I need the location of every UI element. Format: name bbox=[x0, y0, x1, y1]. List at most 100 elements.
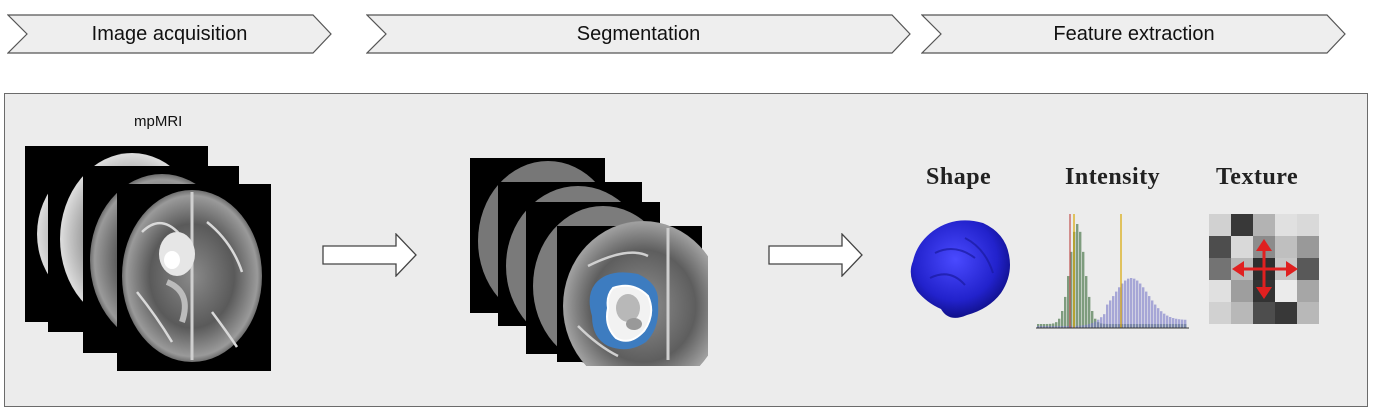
chevron-shape bbox=[366, 14, 911, 54]
intensity-title: Intensity bbox=[1065, 164, 1161, 190]
histogram-bar bbox=[1040, 323, 1043, 328]
histogram-bar bbox=[1148, 296, 1151, 328]
histogram-bar bbox=[1070, 251, 1073, 328]
histogram-bar bbox=[1061, 311, 1064, 328]
histogram-bar bbox=[1067, 325, 1070, 328]
histogram-bar bbox=[1046, 323, 1049, 328]
histogram-bar bbox=[1052, 323, 1055, 328]
histogram-bar bbox=[1133, 278, 1136, 328]
histogram-bar bbox=[1079, 325, 1082, 328]
texture-cell bbox=[1209, 280, 1231, 302]
histogram-bar bbox=[1049, 325, 1052, 328]
texture-cell bbox=[1275, 280, 1297, 302]
histogram-bar bbox=[1037, 323, 1040, 328]
histogram-bar bbox=[1085, 324, 1088, 328]
histogram-bar bbox=[1109, 300, 1112, 328]
histogram-bar bbox=[1163, 313, 1166, 328]
histogram-bar bbox=[1103, 314, 1106, 328]
histogram-bar bbox=[1175, 318, 1178, 328]
histogram-bar bbox=[1070, 325, 1073, 328]
seg-slice-4 bbox=[557, 221, 708, 366]
histogram-bar bbox=[1064, 296, 1067, 328]
texture-arrows-icon bbox=[1232, 239, 1298, 299]
histogram-bar bbox=[1121, 283, 1124, 328]
histogram-bar bbox=[1157, 308, 1160, 328]
histogram-bar bbox=[1082, 251, 1085, 328]
histogram-bar bbox=[1037, 326, 1040, 328]
texture-cell bbox=[1231, 236, 1253, 258]
histogram-bar bbox=[1043, 325, 1046, 328]
histogram-bar bbox=[1139, 283, 1142, 328]
histogram-bar bbox=[1064, 325, 1067, 328]
histogram-bar bbox=[1112, 296, 1115, 328]
stage-label: Feature extraction bbox=[1053, 23, 1215, 45]
texture-cell bbox=[1297, 280, 1319, 302]
histogram-bar bbox=[1169, 317, 1172, 328]
histogram-bar bbox=[1091, 323, 1094, 328]
mpmri-caption: mpMRI bbox=[134, 113, 183, 130]
histogram-bar bbox=[1088, 296, 1091, 328]
texture-cell bbox=[1275, 236, 1297, 258]
histogram-bar bbox=[1097, 319, 1100, 328]
texture-title: Texture bbox=[1216, 164, 1299, 190]
texture-cell bbox=[1209, 302, 1231, 324]
texture-cell bbox=[1253, 302, 1275, 324]
stage-feature-extraction: Feature extraction bbox=[921, 14, 1347, 54]
histogram-bar bbox=[1160, 311, 1163, 328]
tumor-shape-icon bbox=[910, 220, 1010, 318]
texture-cell bbox=[1275, 214, 1297, 236]
histogram-bar bbox=[1151, 300, 1154, 328]
histogram-bar bbox=[1067, 276, 1070, 328]
histogram-bar bbox=[1184, 319, 1187, 328]
texture-matrix bbox=[1209, 214, 1319, 324]
stage-segmentation: Segmentation bbox=[366, 14, 911, 54]
histogram-bar bbox=[1145, 291, 1148, 328]
arrow-right-icon bbox=[768, 233, 863, 277]
histogram-bar bbox=[1055, 322, 1058, 328]
stage-label: Image acquisition bbox=[91, 23, 248, 45]
histogram-bar bbox=[1181, 319, 1184, 328]
histogram-bar bbox=[1058, 318, 1061, 328]
chevron-shape bbox=[7, 14, 332, 54]
texture-cell bbox=[1297, 302, 1319, 324]
histogram-bar bbox=[1088, 324, 1091, 328]
texture-cell bbox=[1209, 214, 1231, 236]
stage-image-acquisition: Image acquisition bbox=[7, 14, 332, 54]
histogram-bar bbox=[1076, 224, 1079, 328]
histogram-bar bbox=[1118, 287, 1121, 328]
intensity-histogram bbox=[1036, 214, 1189, 329]
histogram-bar bbox=[1166, 315, 1169, 328]
texture-cell bbox=[1275, 302, 1297, 324]
texture-cell bbox=[1231, 214, 1253, 236]
histogram-bar bbox=[1058, 325, 1061, 328]
histogram-bar bbox=[1154, 304, 1157, 328]
texture-cell bbox=[1297, 236, 1319, 258]
histogram-bar bbox=[1043, 323, 1046, 328]
shape-title: Shape bbox=[926, 164, 992, 190]
texture-cell bbox=[1231, 280, 1253, 302]
texture-cell bbox=[1209, 258, 1231, 280]
texture-cell bbox=[1297, 214, 1319, 236]
texture-cell bbox=[1297, 258, 1319, 280]
histogram-bar bbox=[1100, 317, 1103, 328]
texture-cell bbox=[1253, 214, 1275, 236]
histogram-bar bbox=[1049, 323, 1052, 328]
histogram-bar bbox=[1142, 287, 1145, 328]
texture-cell bbox=[1209, 236, 1231, 258]
arrow-right-icon bbox=[322, 233, 417, 277]
histogram-bar bbox=[1124, 280, 1127, 328]
histogram-bar bbox=[1115, 291, 1118, 328]
histogram-bar bbox=[1136, 280, 1139, 328]
histogram-bar bbox=[1040, 325, 1043, 328]
histogram-bar bbox=[1172, 318, 1175, 328]
histogram-bar bbox=[1052, 325, 1055, 328]
histogram-bar bbox=[1094, 321, 1097, 328]
histogram-bar bbox=[1061, 325, 1064, 328]
histogram-bar bbox=[1046, 325, 1049, 328]
histogram-bar bbox=[1130, 278, 1133, 328]
histogram-bar bbox=[1178, 319, 1181, 328]
histogram-bar bbox=[1091, 311, 1094, 328]
segmentation-stack bbox=[470, 158, 708, 366]
histogram-bar bbox=[1085, 276, 1088, 328]
mri-slice-4 bbox=[117, 184, 271, 371]
